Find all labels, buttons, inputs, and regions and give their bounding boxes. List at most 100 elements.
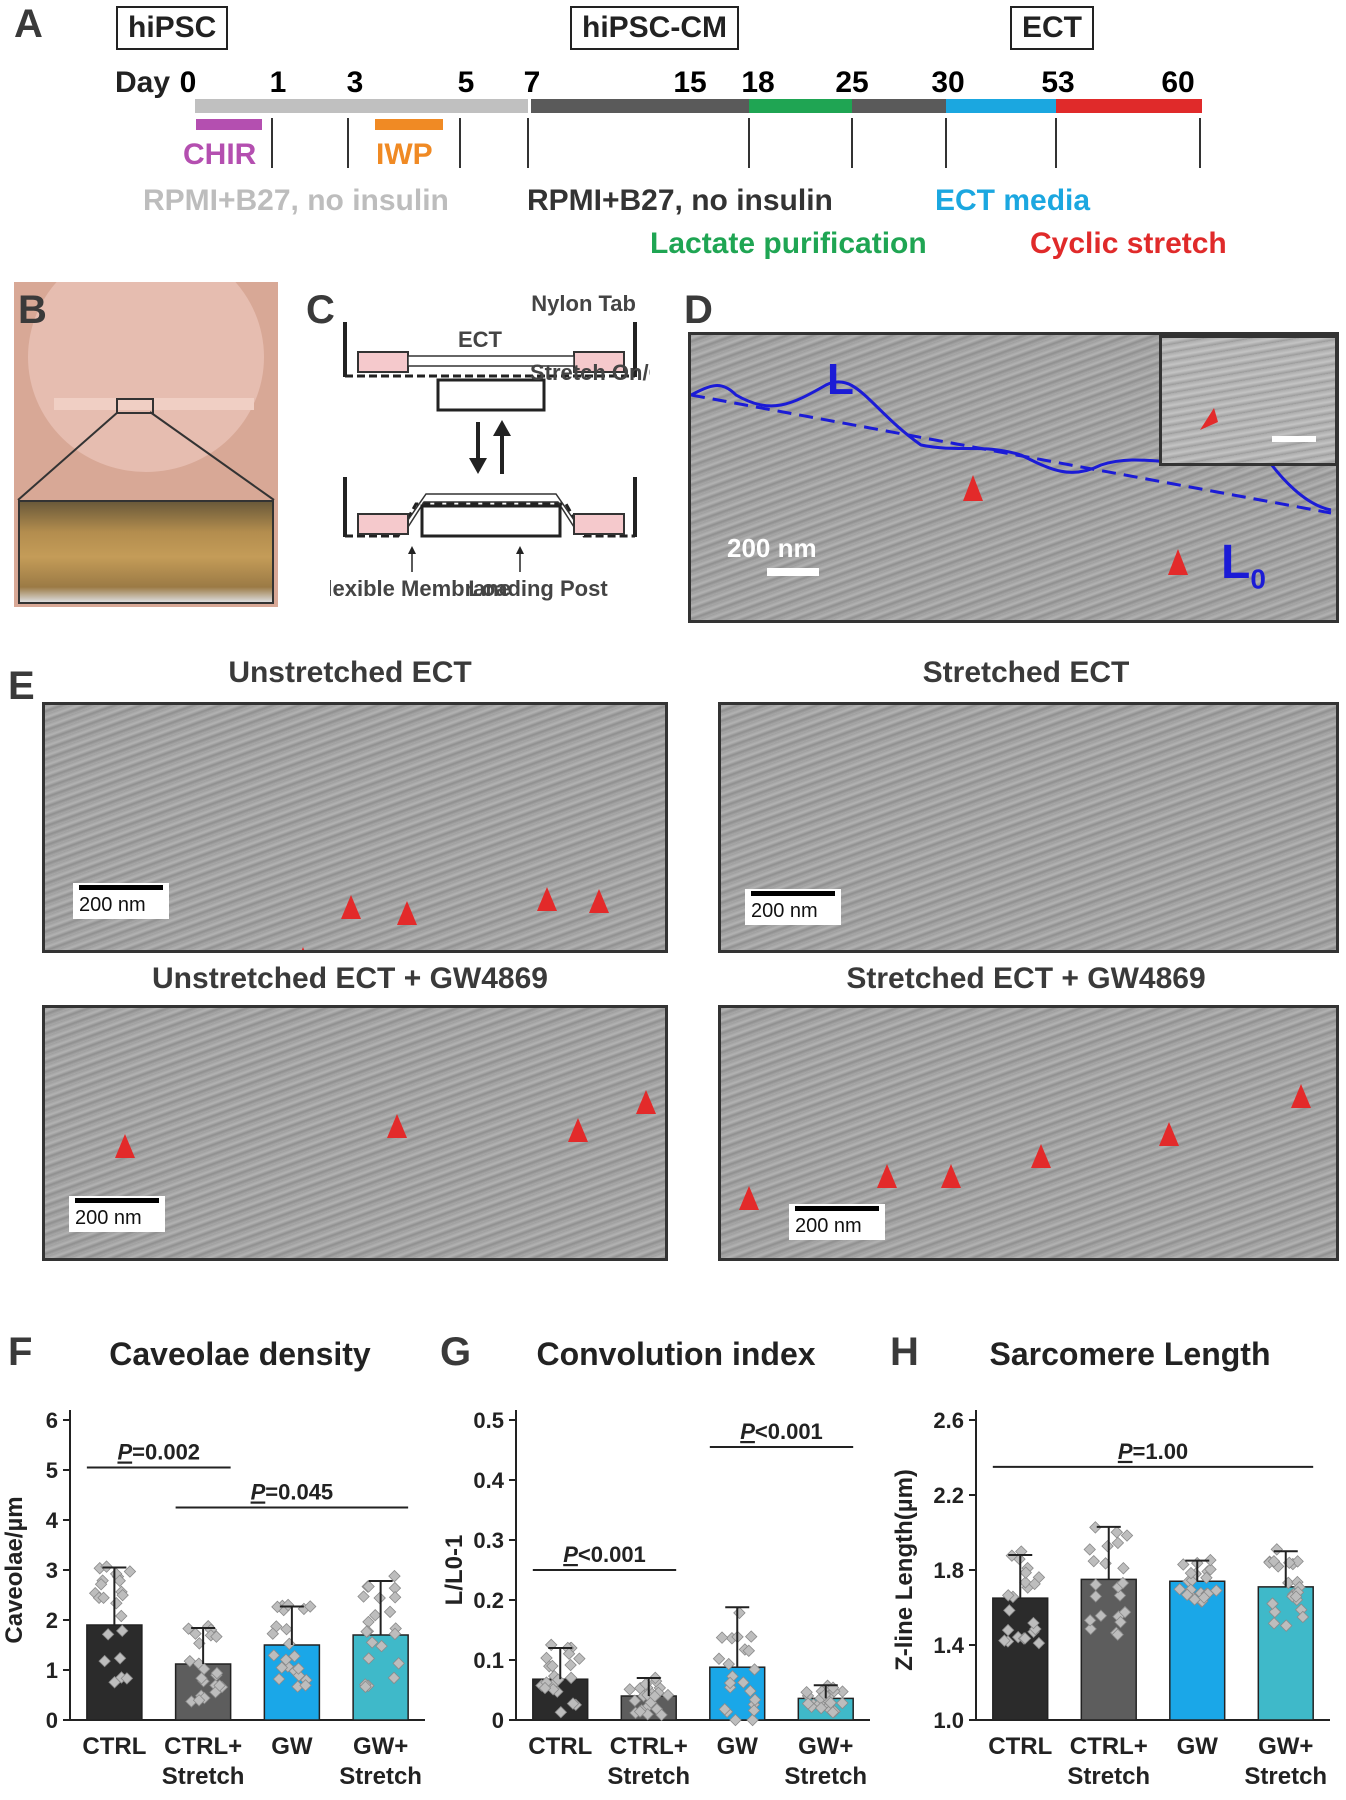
data-point (1173, 1582, 1186, 1596)
data-point (1001, 1623, 1015, 1637)
bar (1169, 1580, 1226, 1721)
chart-convolution-index: Convolution indexL/L0-100.10.20.30.40.5C… (441, 1336, 870, 1790)
timeline-segment-red (1056, 99, 1202, 113)
data-point (1111, 1628, 1124, 1641)
iwp-bar (375, 119, 443, 130)
scale-bar-e3: 200 nm (69, 1196, 165, 1232)
data-point (729, 1713, 742, 1727)
day-tick: 7 (524, 66, 541, 99)
p-value-label: P=0.002 (117, 1440, 200, 1465)
data-point (1089, 1521, 1102, 1534)
y-tick-label: 3 (46, 1558, 58, 1583)
data-point (1188, 1593, 1201, 1606)
data-point (97, 1591, 110, 1605)
data-point (554, 1705, 568, 1719)
data-point (365, 1636, 379, 1649)
y-tick-label: 2 (46, 1608, 58, 1633)
chart-title: Convolution index (536, 1336, 815, 1372)
data-point (1113, 1589, 1127, 1602)
data-point (998, 1634, 1011, 1647)
y-tick-label: 6 (46, 1408, 58, 1433)
day-tick: 25 (835, 66, 868, 99)
data-point (1279, 1619, 1293, 1632)
panel-label-b: B (18, 288, 47, 332)
x-tick-label: Stretch (1067, 1763, 1150, 1790)
data-point (362, 1580, 375, 1593)
scale-label-e2: 200 nm (751, 900, 818, 922)
data-point (182, 1622, 195, 1635)
panel-label-f: F (8, 1330, 33, 1374)
data-point (1101, 1539, 1114, 1553)
x-tick-label: GW (717, 1733, 759, 1760)
day-tick: 18 (741, 66, 774, 99)
L-label: L (827, 355, 854, 404)
data-point (1267, 1617, 1281, 1630)
data-point (357, 1590, 370, 1603)
scale-bar-e1: 200 nm (73, 883, 169, 919)
x-tick-label: Stretch (1244, 1763, 1327, 1790)
data-point (723, 1676, 737, 1690)
y-axis-label: Caveolae/µm (1, 1496, 28, 1643)
data-point (368, 1608, 382, 1622)
timeline-segment-dark-gray (531, 99, 749, 113)
timeline-segment-light-gray (195, 99, 528, 113)
data-point (655, 1708, 668, 1722)
timeline-segment-green (749, 99, 852, 113)
data-point (1204, 1553, 1217, 1567)
data-point (113, 1574, 126, 1588)
stage-label-ect: ECT (1010, 6, 1094, 50)
tem-image-stretched-gw: 200 nm (718, 1005, 1339, 1261)
p-value-label: P<0.001 (740, 1419, 823, 1444)
data-point (1028, 1577, 1041, 1591)
em-title-unstretched: Unstretched ECT (228, 656, 472, 689)
tem-image-unstretched: 200 nm (42, 702, 668, 953)
day-tick: 15 (673, 66, 706, 99)
x-tick-label: Stretch (607, 1763, 690, 1790)
day-label: Day (115, 66, 170, 99)
y-tick-label: 0 (492, 1708, 504, 1733)
stage-label-hipsc: hiPSC (116, 6, 229, 50)
timeline-diagram: Day 0 1 3 5 7 15 18 25 30 53 60 CHIR IWP… (115, 66, 1227, 260)
data-point (744, 1684, 757, 1698)
y-axis-label: L/L0-1 (441, 1535, 468, 1606)
data-point (183, 1654, 197, 1668)
data-point (185, 1695, 198, 1708)
L0-subscript: 0 (1250, 563, 1266, 595)
data-point (1204, 1563, 1217, 1576)
data-point (210, 1666, 224, 1680)
ect-label: ECT (458, 327, 503, 352)
y-tick-label: 1.0 (933, 1708, 964, 1733)
data-point (1087, 1554, 1100, 1568)
scale-bar-e4: 200 nm (789, 1204, 885, 1240)
data-point (1019, 1566, 1032, 1579)
data-point (826, 1706, 840, 1719)
stretch-device-diagram: ECT Nylon Tab Stretch On/Off Flexible Me… (330, 291, 650, 601)
data-point (272, 1672, 286, 1686)
data-point (116, 1624, 129, 1638)
data-point (1110, 1526, 1124, 1539)
data-point (1083, 1543, 1096, 1556)
y-tick-label: 1.4 (933, 1633, 964, 1658)
data-point (388, 1581, 402, 1595)
data-point (392, 1657, 405, 1670)
data-point (1200, 1571, 1213, 1585)
em-title-stretched: Stretched ECT (922, 656, 1130, 689)
data-point (800, 1685, 813, 1699)
x-tick-label: CTRL (528, 1733, 592, 1760)
data-point (291, 1680, 304, 1693)
x-tick-label: GW+ (798, 1733, 853, 1760)
media-label-1: RPMI+B27, no insulin (143, 184, 449, 217)
data-point (1267, 1555, 1281, 1568)
data-point (814, 1701, 828, 1715)
data-point (1083, 1614, 1097, 1627)
data-point (388, 1627, 402, 1641)
panel-label-c: C (306, 288, 335, 332)
panel-label-g: G (440, 1330, 472, 1374)
data-point (1120, 1529, 1134, 1542)
chir-label: CHIR (183, 138, 257, 171)
p-value-label: P=1.00 (1118, 1439, 1188, 1464)
data-point (737, 1676, 750, 1689)
data-point (824, 1696, 837, 1709)
data-point (1291, 1555, 1304, 1568)
